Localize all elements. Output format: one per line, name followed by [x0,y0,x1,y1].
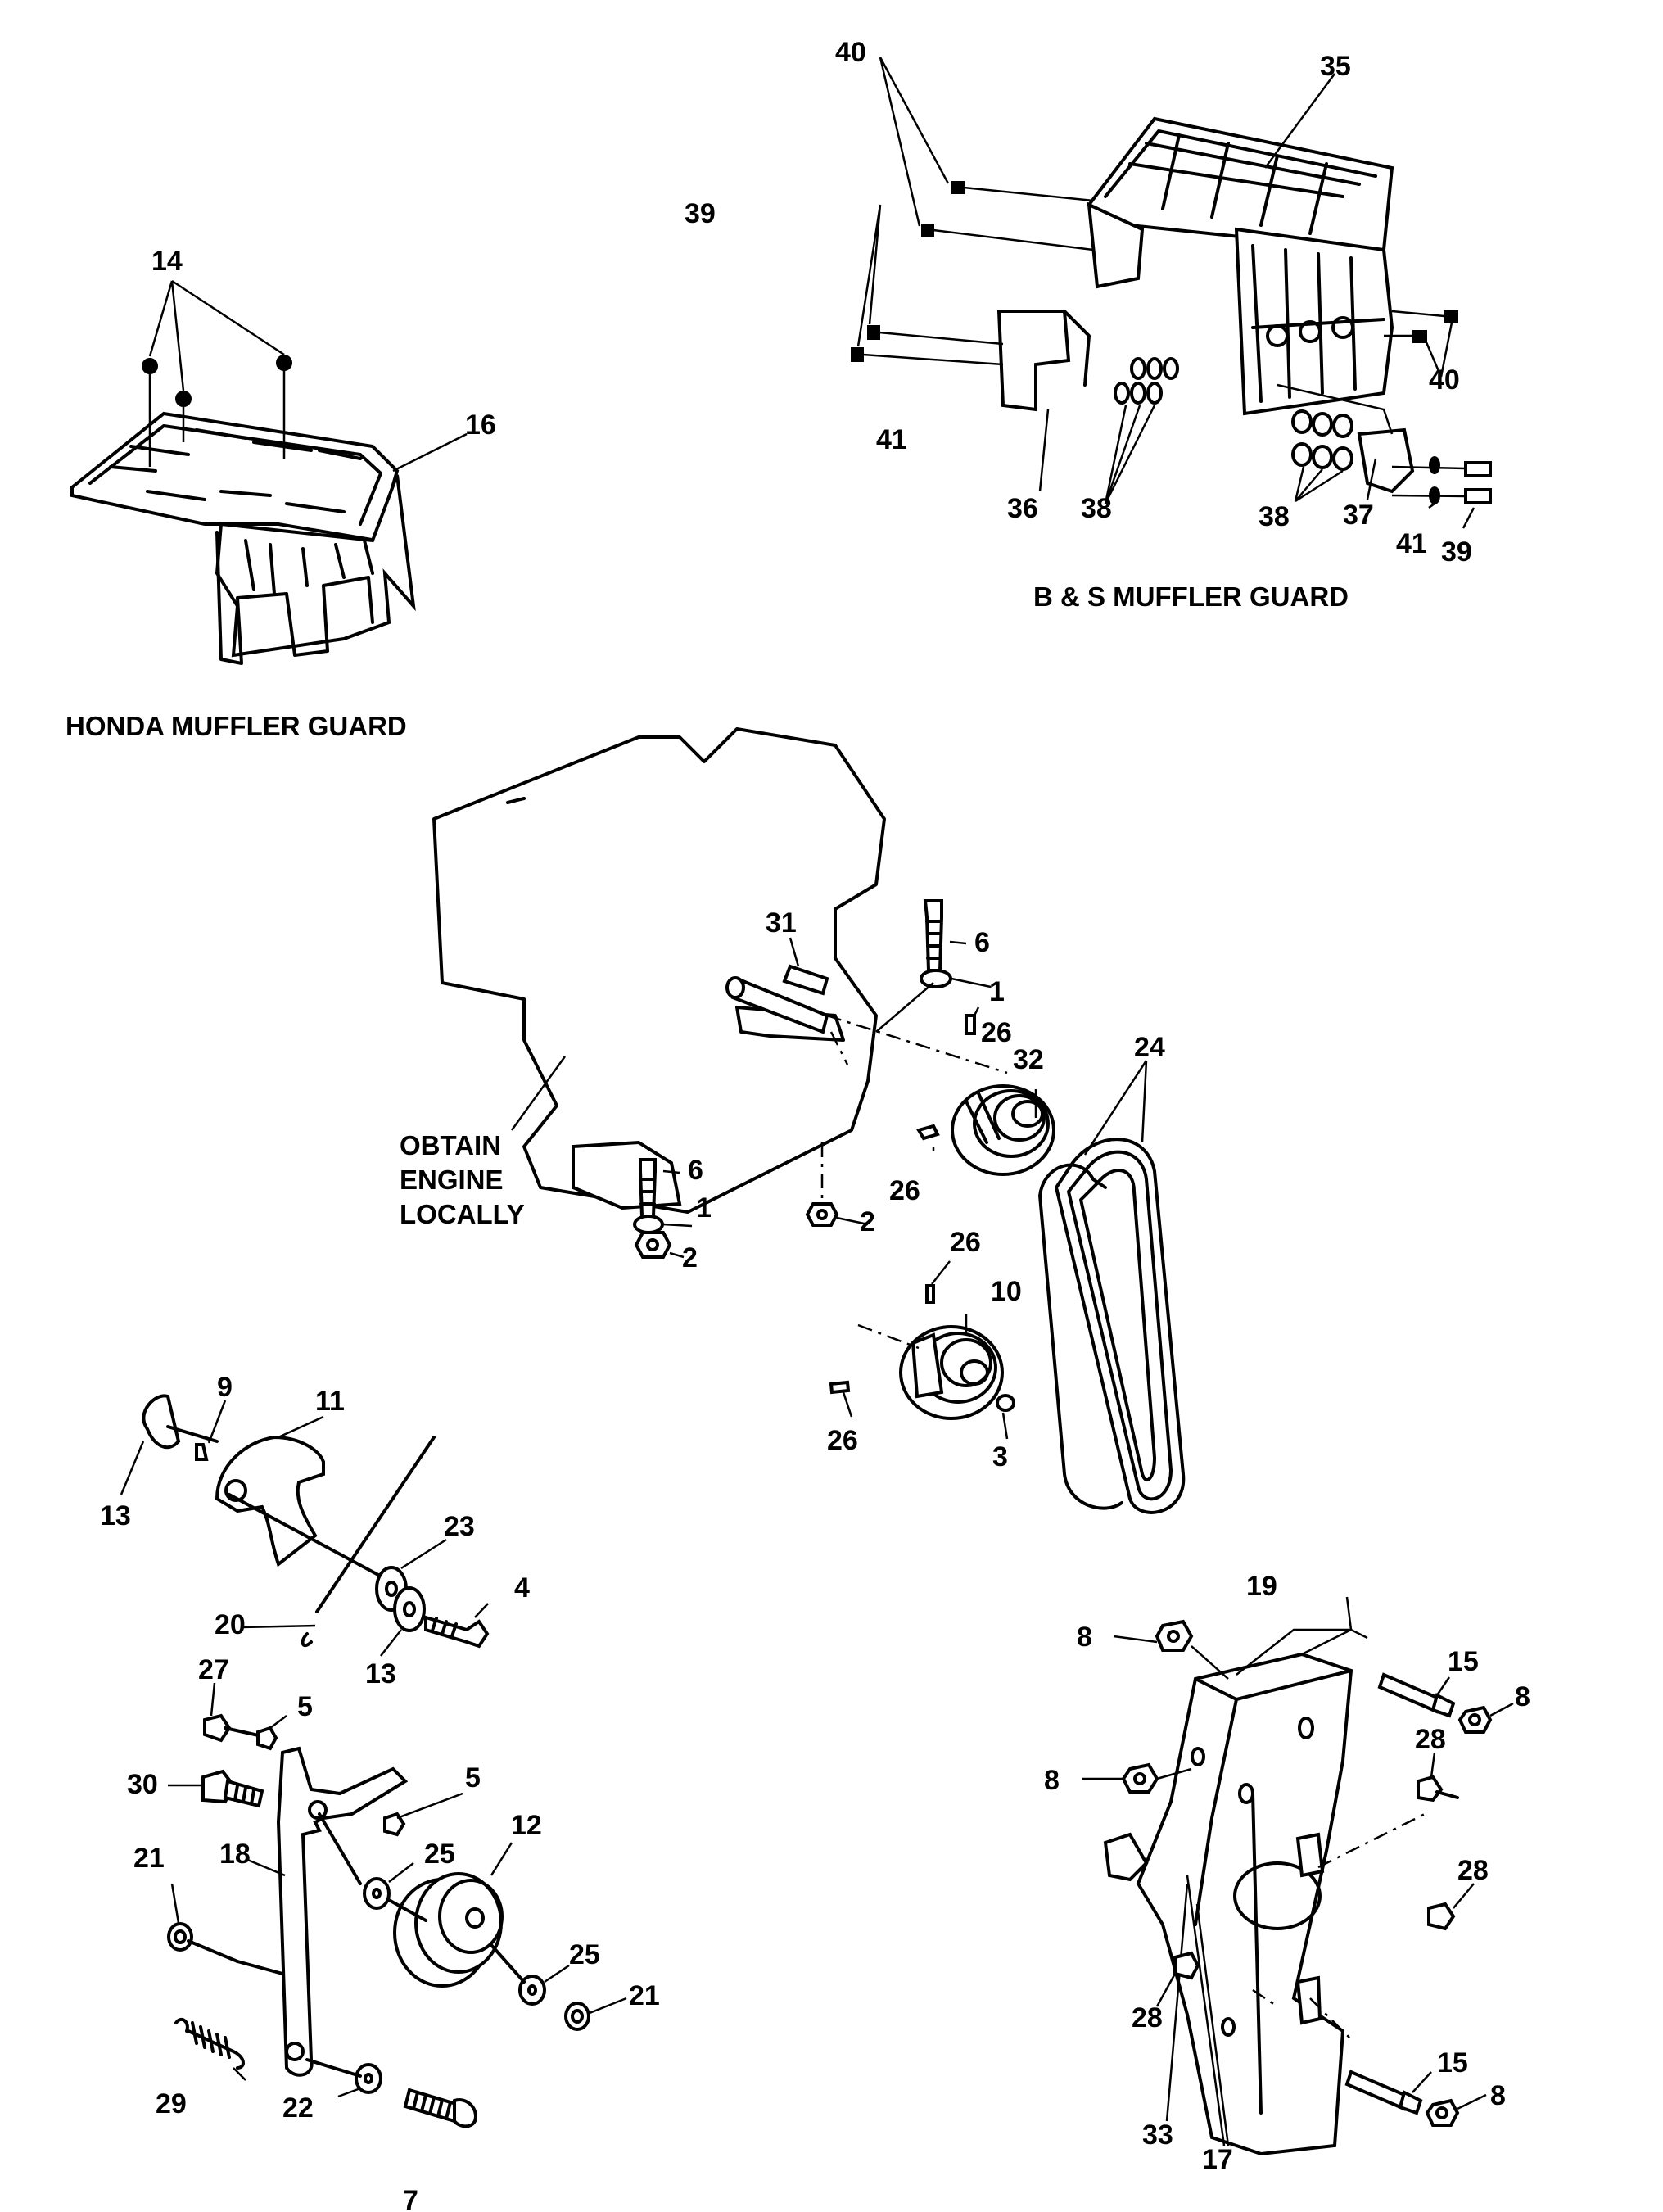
callout-number: 7 [403,2185,418,2212]
callout-number: 22 [282,2092,314,2124]
callout-number: 1 [696,1192,712,1224]
callout-number: 26 [981,1017,1012,1048]
callout-number: 5 [465,1762,481,1794]
callout-number: 17 [1202,2144,1233,2175]
callout-number: 21 [629,1980,660,2011]
callout-number: 28 [1415,1724,1446,1755]
callout-number: 40 [1429,364,1460,396]
callout-number: 38 [1081,493,1112,524]
callout-number: 23 [444,1511,475,1542]
callout-number: 41 [1396,528,1427,559]
idler-arm-assembly [120,1394,490,1657]
callout-number: 30 [127,1769,158,1800]
callout-number: 9 [217,1372,233,1403]
callout-number: 15 [1437,2047,1468,2079]
callout-number: 18 [219,1839,251,1870]
callout-number: 13 [365,1658,396,1690]
callout-number: 6 [688,1155,703,1186]
callout-number: 21 [133,1843,165,1874]
callout-number: 26 [827,1425,858,1456]
callout-number: 19 [1246,1571,1277,1602]
callout-number: 31 [766,907,797,939]
caption-obtain: OBTAIN [400,1130,501,1160]
callout-number: 39 [1441,536,1472,568]
callout-number: 14 [151,246,183,277]
callout-number: 41 [876,424,907,455]
callout-number: 26 [950,1227,981,1258]
callout-number: 3 [992,1441,1008,1472]
callout-number: 20 [215,1609,246,1640]
belt-guard-assembly [1082,1596,1514,2156]
caption-honda-muffler-guard: HONDA MUFFLER GUARD [66,711,407,741]
callout-number: 37 [1343,500,1374,531]
callout-number: 15 [1448,1646,1479,1677]
callout-number: 29 [156,2088,187,2119]
callout-number: 25 [424,1839,455,1870]
callout-number: 10 [991,1276,1022,1307]
caption-engine: ENGINE [400,1165,504,1195]
callout-number: 12 [511,1810,542,1841]
callout-number: 13 [100,1500,131,1531]
callout-number: 8 [1490,2080,1506,2111]
caption-locally: LOCALLY [400,1199,525,1229]
callout-number: 36 [1007,493,1038,524]
callout-number: 1 [989,976,1005,1007]
callout-number: 25 [569,1939,600,1970]
pulley-and-belt [915,1006,1186,1514]
caption-bs-muffler-guard: B & S MUFFLER GUARD [1033,581,1349,612]
callout-number: 26 [889,1175,920,1206]
callout-number: 27 [198,1654,229,1685]
callout-number: 2 [682,1242,698,1273]
callout-number: 11 [315,1386,345,1417]
callout-number: 5 [297,1691,313,1722]
callout-number: 8 [1077,1622,1092,1653]
callout-number: 8 [1515,1681,1530,1712]
callout-number: 4 [514,1572,530,1604]
callout-number: 38 [1259,501,1290,532]
captions: HONDA MUFFLER GUARD B & S MUFFLER GUARD … [66,581,1349,1229]
callout-number: 33 [1142,2119,1173,2151]
callout-numbers: 14 16 40 35 39 40 41 36 38 38 37 41 39 3… [100,37,1530,2212]
callout-number: 28 [1457,1855,1489,1886]
callout-number: 2 [860,1206,875,1237]
callout-number: 35 [1320,51,1351,82]
honda-muffler-guard [70,279,468,665]
callout-number: 24 [1134,1032,1165,1063]
callout-number: 28 [1132,2002,1163,2033]
callout-number: 6 [974,927,990,958]
callout-number: 8 [1044,1765,1060,1796]
engine [432,727,1008,1259]
idler-pulley-assembly [167,1682,627,2128]
callout-number: 32 [1013,1044,1044,1075]
pulley-10 [829,1260,1015,1440]
callout-number: 39 [685,198,716,229]
bs-muffler-guard [851,57,1492,529]
callout-number: 16 [465,409,496,441]
callout-number: 40 [835,37,866,68]
